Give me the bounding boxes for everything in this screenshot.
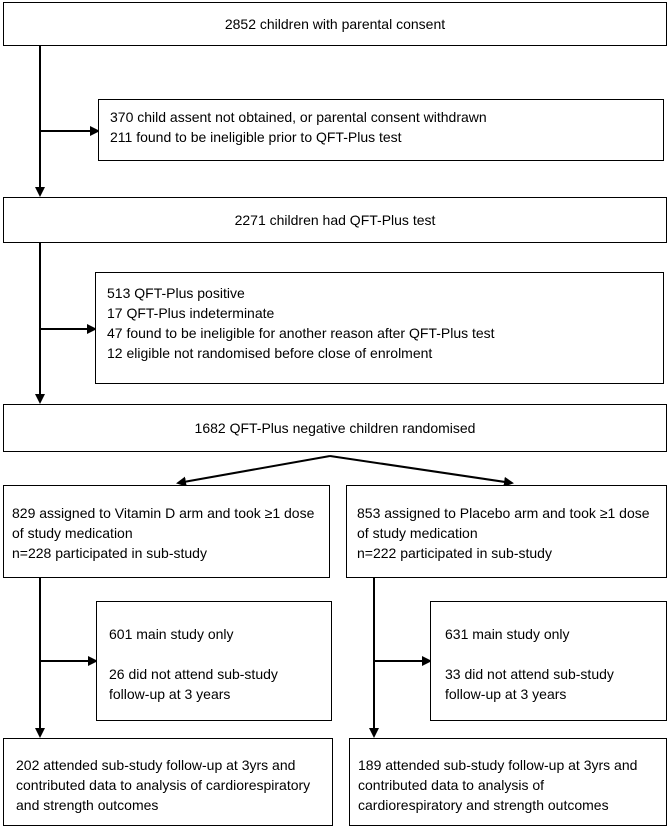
randomised-box: 1682 QFT-Plus negative children randomis… (3, 404, 667, 452)
placebo-excluded-box: 631 main study only 33 did not attend su… (430, 601, 667, 721)
exclusion-2-line-3: 47 found to be ineligible for another re… (107, 325, 495, 341)
exclusion-2-line-2: 17 QFT-Plus indeterminate (107, 305, 275, 321)
tested-box: 2271 children had QFT-Plus test (3, 197, 667, 243)
randomised-text: 1682 QFT-Plus negative children randomis… (194, 420, 476, 436)
placebo-assigned-line-1: 853 assigned to Placebo arm and took ≥1 … (357, 505, 650, 521)
placebo-not-attend-line-2: follow-up at 3 years (445, 686, 567, 702)
vitd-not-attend-line-2: follow-up at 3 years (109, 686, 231, 702)
placebo-main-only: 631 main study only (445, 626, 570, 642)
placebo-analysed-line-2: contributed data to analysis of (358, 777, 545, 793)
exclusion-box-1: 370 child assent not obtained, or parent… (98, 99, 664, 161)
exclusion-1-line-2: 211 found to be ineligible prior to QFT-… (110, 129, 402, 145)
vitd-main-only: 601 main study only (109, 626, 234, 642)
vitd-not-attend-line-1: 26 did not attend sub-study (109, 666, 278, 682)
placebo-analysed-line-1: 189 attended sub-study follow-up at 3yrs… (358, 757, 638, 773)
exclusion-1-line-1: 370 child assent not obtained, or parent… (110, 109, 487, 125)
placebo-not-attend-line-1: 33 did not attend sub-study (445, 666, 614, 682)
vitd-excluded-box: 601 main study only 26 did not attend su… (96, 601, 332, 721)
vitd-assigned-line-2: of study medication (12, 525, 133, 541)
vitd-analysed-line-1: 202 attended sub-study follow-up at 3yrs… (16, 757, 296, 773)
consent-box: 2852 children with parental consent (3, 2, 667, 46)
tested-text: 2271 children had QFT-Plus test (234, 212, 436, 228)
placebo-assigned-line-3: n=222 participated in sub-study (357, 545, 552, 561)
placebo-assigned-line-2: of study medication (357, 525, 478, 541)
placebo-analysed-box: 189 attended sub-study follow-up at 3yrs… (349, 738, 667, 826)
exclusion-box-2: 513 QFT-Plus positive 17 QFT-Plus indete… (95, 272, 664, 384)
vitd-analysed-line-3: and strength outcomes (16, 797, 159, 813)
vitd-assigned-line-3: n=228 participated in sub-study (12, 545, 207, 561)
exclusion-2-line-1: 513 QFT-Plus positive (107, 285, 245, 301)
vitd-assigned-line-1: 829 assigned to Vitamin D arm and took ≥… (12, 505, 315, 521)
arrow-to-vitd-arm (176, 455, 331, 487)
vitd-analysed-line-2: contributed data to analysis of cardiore… (16, 777, 311, 793)
arrow-to-placebo-arm (329, 455, 514, 487)
placebo-analysed-line-3: cardiorespiratory and strength outcomes (358, 797, 609, 813)
exclusion-2-line-4: 12 eligible not randomised before close … (107, 345, 433, 361)
consent-text: 2852 children with parental consent (224, 16, 446, 32)
vitd-analysed-box: 202 attended sub-study follow-up at 3yrs… (3, 738, 333, 826)
placebo-arm-box: 853 assigned to Placebo arm and took ≥1 … (346, 485, 667, 578)
vitd-arm-box: 829 assigned to Vitamin D arm and took ≥… (3, 485, 330, 578)
